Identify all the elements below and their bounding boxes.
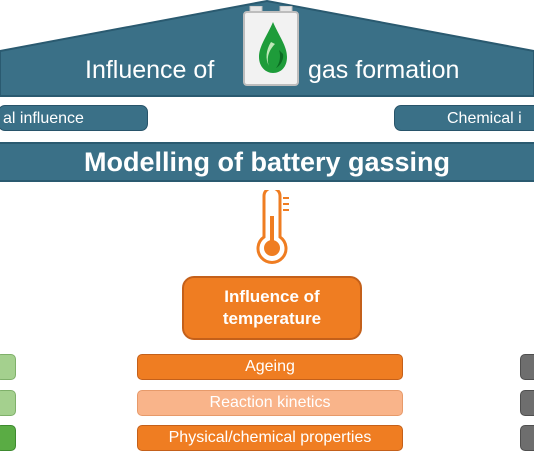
right-tile-2 [520,390,534,416]
battery-drop-logo-icon [243,5,299,86]
main-band: Modelling of battery gassing [0,142,534,182]
side-label-left-text: al influence [3,110,84,127]
left-tile-2 [0,390,16,416]
band-title: Modelling of battery gassing [83,147,451,177]
left-tile-3 [0,425,16,451]
side-label-right: Chemical i [394,105,534,131]
side-label-right-text: Chemical i [447,110,522,127]
right-tile-3 [520,425,534,451]
factor-physical-chemical-properties: Physical/chemical properties [137,425,403,451]
right-tile-1 [520,354,534,380]
factor-ageing: Ageing [137,354,403,380]
temperature-box: Influence of temperature [182,276,362,340]
temperature-box-line1: Influence of [224,287,320,306]
roof-title-right: gas formation [308,56,460,84]
thermometer-icon [252,186,292,268]
temperature-box-line2: temperature [222,309,322,328]
roof-title-left: Influence of [85,56,215,84]
side-label-left: al influence [0,105,148,131]
factor-reaction-kinetics: Reaction kinetics [137,390,403,416]
left-tile-1 [0,354,16,380]
